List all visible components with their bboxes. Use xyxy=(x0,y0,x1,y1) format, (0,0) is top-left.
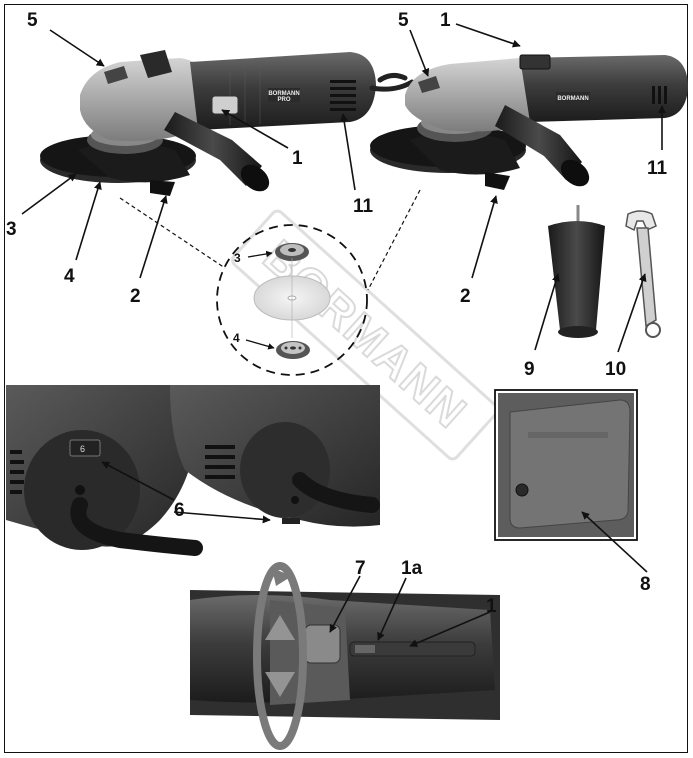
grinder-right-motor-body xyxy=(520,55,688,122)
callout-1a: 1a xyxy=(401,558,423,579)
brush-cover-screw xyxy=(515,483,529,497)
callout-1-switch: 1 xyxy=(486,596,497,617)
grinder-right-spindle-lock xyxy=(418,76,440,93)
lock-on-button xyxy=(304,624,341,664)
grinder-left: BORMANN PRO xyxy=(40,50,415,196)
callout-5-left: 5 xyxy=(27,10,38,31)
grinder-left-cable xyxy=(369,79,415,92)
callout-5-right: 5 xyxy=(398,10,409,31)
callouts: 5 1 11 3 4 2 5 1 11 2 9 10 6 8 xyxy=(6,10,668,647)
callout-10: 10 xyxy=(605,359,626,380)
guide-line-left xyxy=(119,197,226,269)
guide-line-right xyxy=(367,189,421,291)
grinder-right-guard xyxy=(410,132,520,175)
grinder-left-vents xyxy=(330,80,356,111)
photo-switch-closeup xyxy=(190,562,500,750)
callout-2-right: 2 xyxy=(460,286,471,307)
callout-1-right: 1 xyxy=(440,10,451,31)
callout-flange-4: 4 xyxy=(233,331,240,345)
callout-1-left: 1 xyxy=(292,148,303,169)
speed-dial-value: 6 xyxy=(80,444,85,454)
callout-4: 4 xyxy=(64,266,75,287)
carbon-brush-cover xyxy=(509,399,631,529)
callout-flange-3: 3 xyxy=(234,251,241,265)
grinder-left-brand-line: PRO xyxy=(277,97,290,103)
auxiliary-handle xyxy=(548,205,605,338)
flange-detail-circle xyxy=(216,224,368,376)
callout-7: 7 xyxy=(355,558,366,579)
photo-brush-cover xyxy=(494,389,638,541)
rotation-indicator-ring xyxy=(253,562,307,750)
grinder-left-brand: BORMANN xyxy=(268,91,299,97)
grinder-right-switch xyxy=(519,54,551,70)
power-cable xyxy=(292,472,380,513)
grinder-left-spindle-lock xyxy=(104,66,128,84)
callout-2-left: 2 xyxy=(130,286,141,307)
callout-11-left: 11 xyxy=(353,196,374,217)
flange-exploded-view: 3 4 xyxy=(119,189,421,376)
callout-11-right: 11 xyxy=(647,158,668,179)
grinder-right-side-handle xyxy=(495,105,582,180)
spanner-wrench xyxy=(625,210,661,338)
grinder-right: BORMANN xyxy=(370,54,688,190)
photo-rear-speed-dial: 6 xyxy=(6,385,203,556)
speed-dial-wheel xyxy=(69,439,101,457)
callout-6: 6 xyxy=(174,500,185,521)
callout-8: 8 xyxy=(640,574,651,595)
callout-3: 3 xyxy=(6,219,17,240)
grinder-right-brand: BORMANN xyxy=(557,96,588,102)
grinder-right-vents xyxy=(652,86,667,104)
grinder-left-side-handle xyxy=(164,112,262,186)
photo-rear-cable-end xyxy=(170,385,380,527)
callout-9: 9 xyxy=(524,359,535,380)
